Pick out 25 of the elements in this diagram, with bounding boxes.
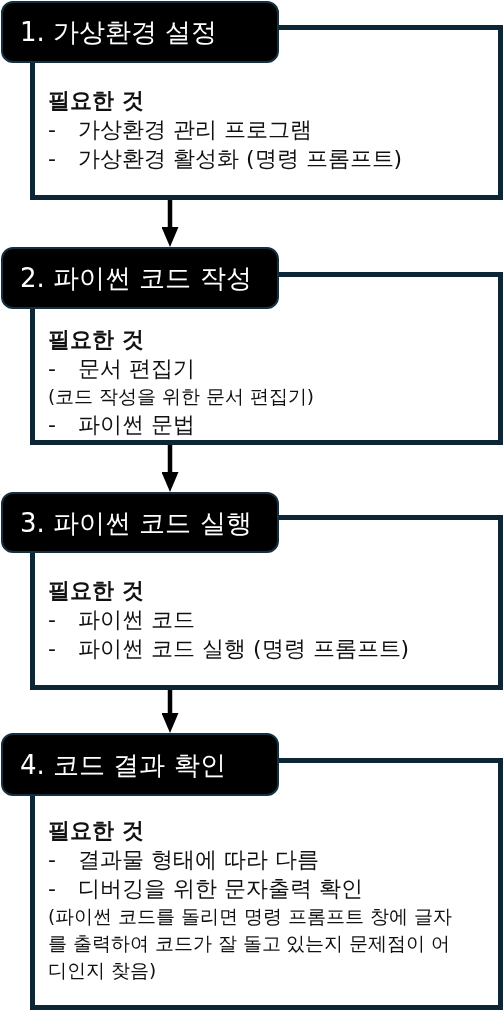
- note-text: (파이썬 코드를 돌리면 명령 프롬프트 창에 글자를 출력하여 코드가 잘 돌고 있는지 문제점이 어디인지 찾음): [48, 905, 453, 983]
- arrow: [161, 445, 179, 492]
- step-header: [1, 247, 279, 309]
- step-title: 3. 파이썬 코드 실행: [20, 506, 252, 540]
- section-heading: 필요한 것: [48, 817, 144, 845]
- step-header: [1, 492, 279, 553]
- section-heading: 필요한 것: [48, 326, 144, 354]
- list-item: - 가상환경 활성화 (명령 프롬프트): [48, 145, 403, 173]
- arrow: [161, 690, 179, 733]
- step-title: 4. 코드 결과 확인: [20, 748, 226, 782]
- section-heading: 필요한 것: [48, 87, 144, 115]
- list-item: - 결과물 형태에 따라 다름: [48, 846, 319, 874]
- list-item: - 문서 편집기: [48, 355, 195, 383]
- list-item: - 가상환경 관리 프로그램: [48, 116, 312, 144]
- step-title: 2. 파이썬 코드 작성: [20, 262, 252, 295]
- list-item: - 파이썬 코드: [48, 606, 195, 634]
- note-text: (코드 작성을 위한 문서 편집기): [48, 385, 314, 409]
- list-item: - 파이썬 코드 실행 (명령 프롬프트): [48, 635, 410, 663]
- list-item: - 디버깅을 위한 문자출력 확인: [48, 875, 363, 903]
- arrow: [161, 200, 179, 247]
- step-header: [1, 1, 279, 63]
- list-item: - 파이썬 문법: [48, 411, 195, 439]
- section-heading: 필요한 것: [48, 577, 144, 605]
- step-header: [1, 733, 279, 796]
- step-title: 1. 가상환경 설정: [20, 16, 218, 49]
